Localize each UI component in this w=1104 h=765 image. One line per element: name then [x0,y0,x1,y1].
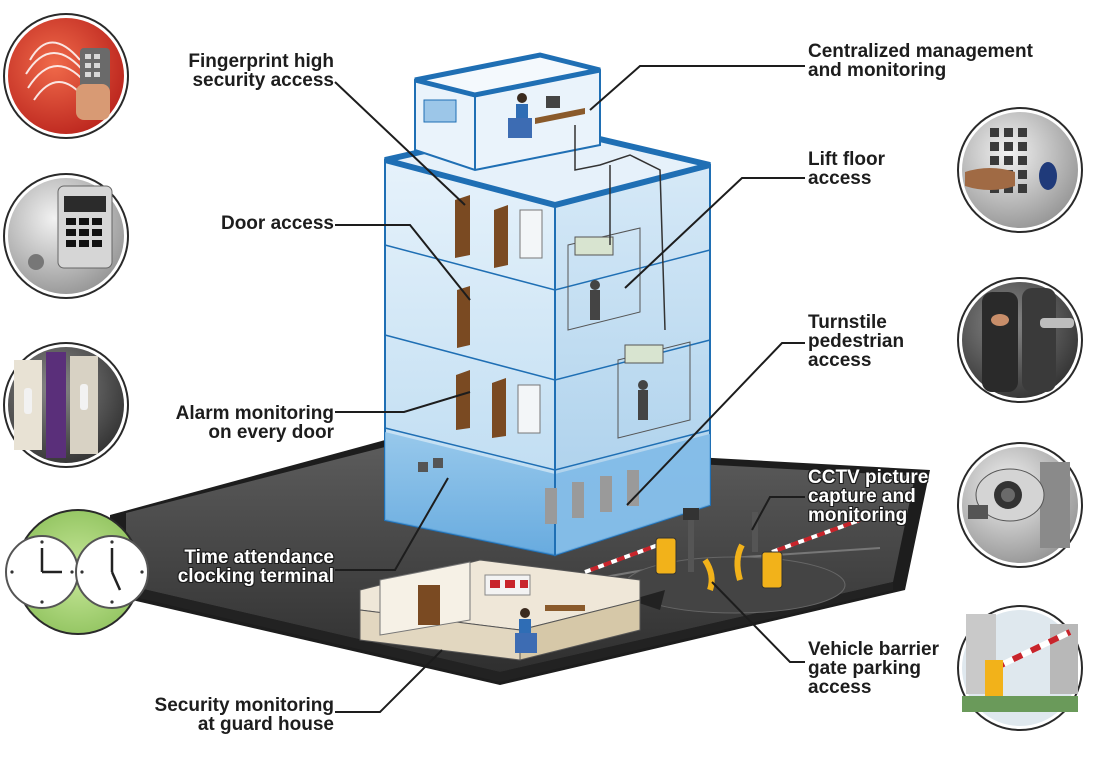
callout-lift [624,177,805,289]
callout-vehicle [711,581,805,663]
lift-keypad-icon [957,107,1083,233]
label-door-access: Door access [220,213,334,234]
barrier-gate-photo [957,605,1083,731]
callout-guard [335,649,443,713]
callout-cctv [751,496,805,531]
fingerprint-icon [3,13,129,139]
callout-lines [334,65,805,713]
callout-time [335,477,449,571]
clock-icon [5,509,149,635]
turnstile-photo [957,277,1083,403]
ground-plate [110,440,930,685]
door-handle-icon [3,342,129,468]
cctv-camera-icon [957,442,1083,568]
door-keypad-icon [3,173,129,299]
guard-house [359,559,641,661]
barrier-gate-icon [584,508,861,591]
callout-turnstile [626,342,805,506]
callout-alarm [335,391,471,413]
callout-door [335,224,471,301]
callout-fingerprint [334,81,466,206]
building [384,52,711,557]
callout-centralized [589,65,805,111]
